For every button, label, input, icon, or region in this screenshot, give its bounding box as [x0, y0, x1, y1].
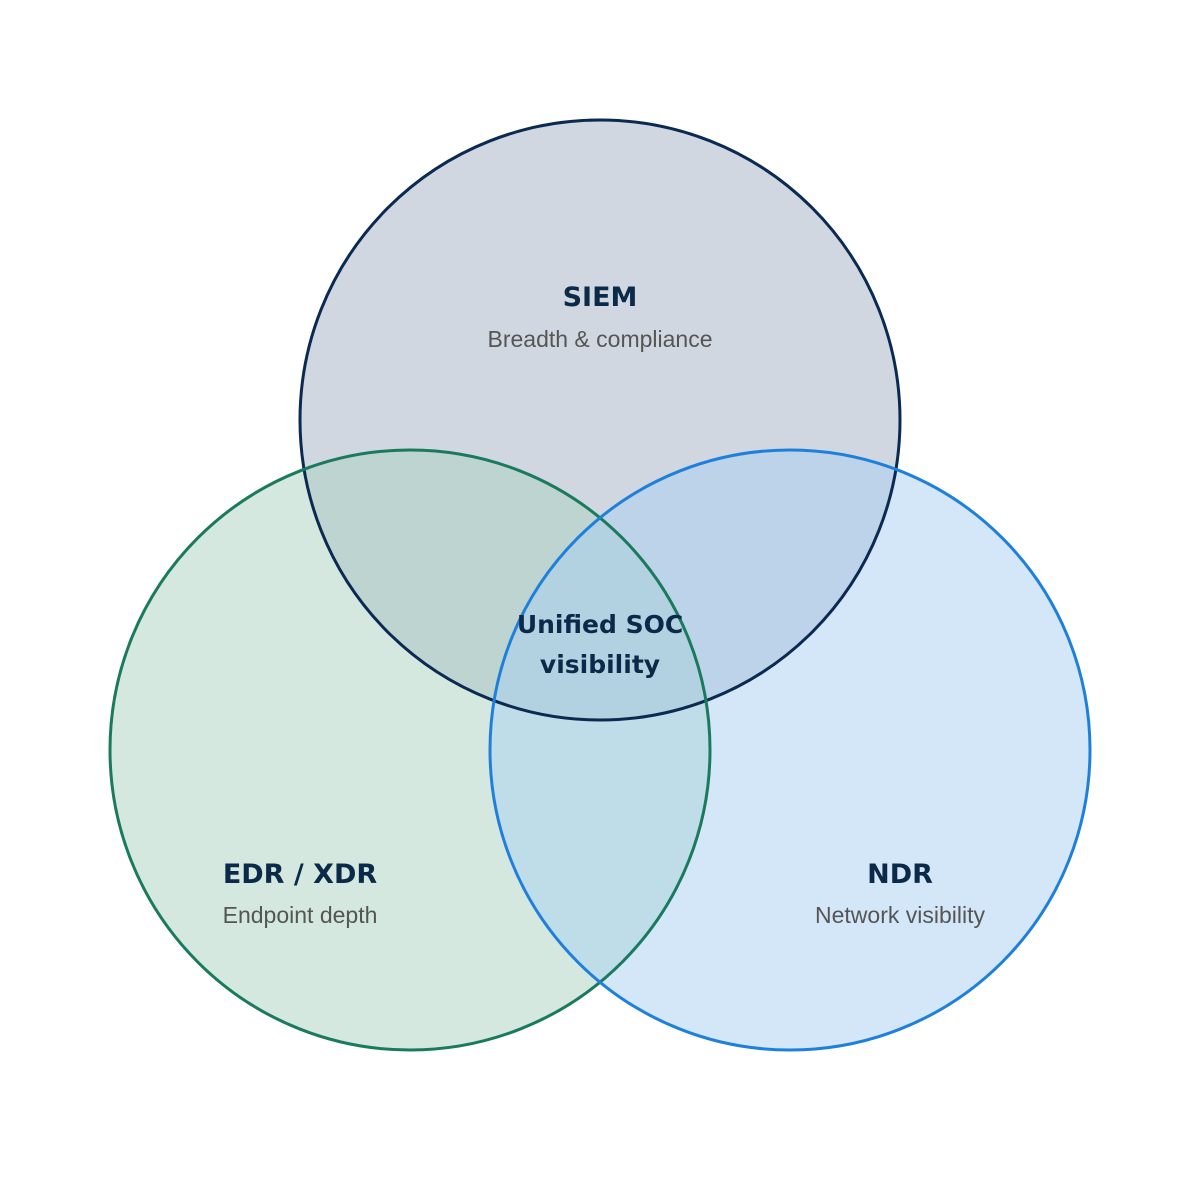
ndr-circle-outline [488, 448, 1092, 1052]
center-label-line1: Unified SOC [517, 610, 683, 639]
center-label-line2: visibility [540, 650, 660, 679]
edr-circle-outline [108, 448, 712, 1052]
ndr-description: Network visibility [815, 902, 985, 928]
ndr-circle-fill [490, 450, 1090, 1050]
siem-description: Breadth & compliance [487, 326, 712, 352]
edr-description: Endpoint depth [223, 902, 378, 928]
siem-circle-outline [298, 118, 902, 722]
ndr-label: NDR [867, 859, 933, 890]
edr-label: EDR / XDR [223, 859, 378, 890]
siem-label: SIEM [563, 282, 638, 313]
